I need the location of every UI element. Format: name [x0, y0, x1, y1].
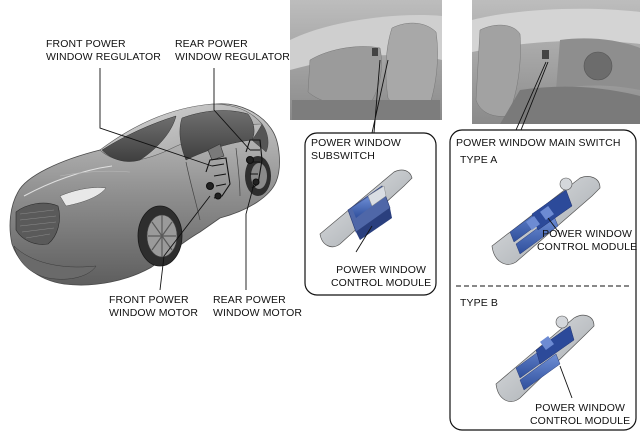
- type-a-label: TYPE A: [460, 154, 498, 166]
- rear-interior-thumbnail: [290, 0, 442, 120]
- main-switch-type-b-illustration: [495, 314, 595, 402]
- power-window-main-switch-label: POWER WINDOW MAIN SWITCH: [456, 137, 621, 149]
- main-switch-callout-box: [449, 61, 637, 431]
- type-b-label: TYPE B: [460, 297, 498, 309]
- power-window-subswitch-illustration: [319, 169, 413, 253]
- main-switch-type-a-illustration: [491, 176, 601, 265]
- car-leader-lines: [99, 68, 255, 291]
- front-interior-thumbnail: [472, 0, 640, 124]
- sedan-car-illustration: [9, 103, 280, 286]
- front-window-regulator-illustration: [205, 157, 231, 200]
- rear-window-regulator-illustration: [245, 139, 263, 189]
